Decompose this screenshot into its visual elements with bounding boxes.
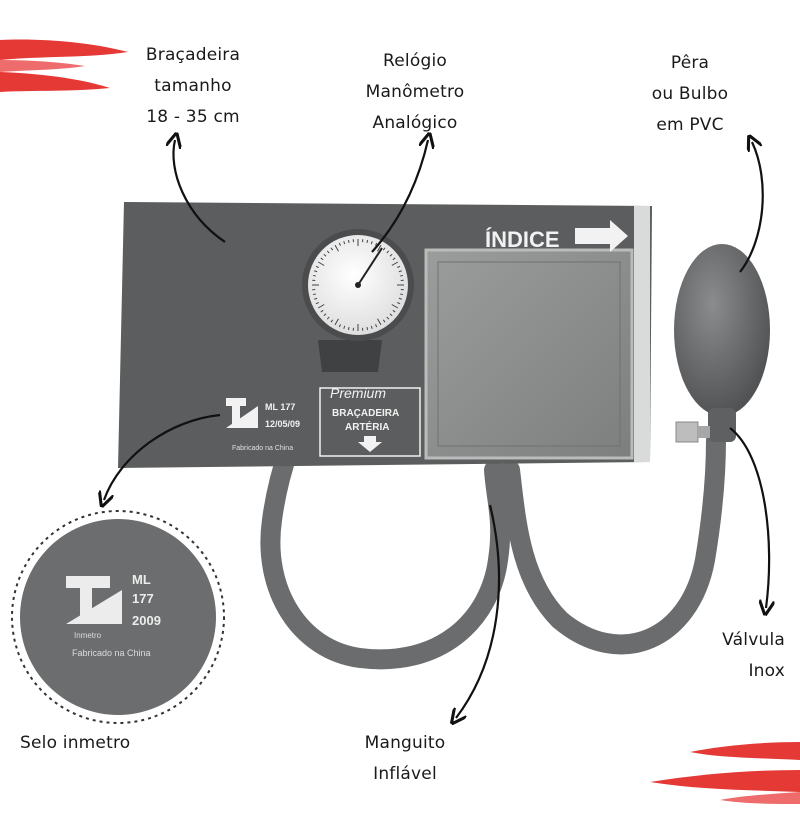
brand-box: Premium BRAÇADEIRA ARTÉRIA [319,385,421,457]
seal-code: ML 177 [265,402,295,412]
dial-tick [315,302,319,305]
dial-tick [314,297,318,300]
dial-tick [399,274,404,277]
dial-tick [343,325,346,329]
dial-tick [399,293,404,296]
label-gauge-line1: Relógio [383,51,447,71]
gauge [302,229,414,372]
dial-tick [398,270,402,273]
label-hose-line2: Inflável [373,764,437,784]
dial-tick [386,316,390,320]
dial-tick [338,324,341,328]
cuff-text-2: ARTÉRIA [345,420,389,433]
dial-tick [330,247,334,251]
dial-tick [323,253,327,257]
label-hose: Manguito Inflável [330,728,480,790]
arrow-valve [729,427,769,608]
dial-tick [312,293,317,296]
dial-tick [334,244,339,252]
zoomed-seal: ML 177 2009 Inmetro Fabricado na China [11,510,225,724]
seal-date: 12/05/09 [265,419,300,429]
dial-tick [370,325,373,329]
dial-tick [366,326,369,331]
zoom-seal-line3: 2009 [132,613,161,628]
dial-tick [315,265,319,268]
dial-tick [314,270,318,273]
label-bulb-line2: ou Bulbo [651,84,729,104]
dial-tick [377,318,382,326]
dial-tick [375,242,378,246]
cuff-text-1: BRAÇADEIRA [332,408,399,419]
valve [675,421,710,443]
dial-tick [312,274,317,277]
dial-tick [317,304,325,309]
label-valve: Válvula Inox [665,625,785,687]
dial-tick [389,313,393,317]
dial-tick [330,319,334,323]
label-seal-line1: Selo inmetro [20,733,131,753]
dial-tick [391,261,399,266]
red-brush-decoration-top [0,39,128,92]
label-gauge-line2: Manômetro [365,82,465,102]
dial-tick [370,241,373,245]
dial-tick [375,324,378,328]
dial-tick [389,253,393,257]
label-cuff-size: Braçadeira tamanho 18 - 35 cm [118,40,268,133]
zoom-seal-small1: Inmetro [74,631,102,640]
inflation-hose [260,360,726,670]
label-gauge: Relógio Manômetro Analógico [335,46,495,139]
dial-tick [397,302,401,305]
inmetro-seal-print: ML 177 12/05/09 Fabricado na China [226,398,300,452]
dial-tick [386,250,390,254]
dial-tick [323,313,327,317]
pointer-arrows [104,140,769,718]
dial-tick [334,318,339,326]
dial-tick [377,244,382,252]
label-gauge-line3: Analógico [372,113,458,133]
bulb [674,244,770,442]
label-valve-line2: Inox [748,661,785,681]
dial-tick [338,242,341,246]
label-cuff-line3: 18 - 35 cm [146,107,240,127]
label-bulb: Pêra ou Bulbo em PVC [620,48,760,141]
dial-tick [366,239,369,244]
dial-tick [320,257,324,261]
arrow-hose [456,504,501,718]
dial-tick [392,257,396,261]
arrow-gauge [371,140,428,253]
velcro-panel [424,248,634,460]
dial-tick [391,304,399,309]
label-bulb-line1: Pêra [670,53,710,73]
arrow-cuff [173,140,226,243]
seal-made-in: Fabricado na China [232,445,293,452]
index-label: ÍNDICE [485,227,560,252]
label-valve-line1: Válvula [722,630,785,650]
dial-tick [320,309,324,313]
index-marker: ÍNDICE [485,220,628,252]
dial-tick [382,319,386,323]
zoom-seal-line2: 177 [132,591,154,606]
label-hose-line1: Manguito [364,733,446,753]
label-bulb-line3: em PVC [656,115,724,135]
dial-tick [347,239,350,244]
dial-tick [326,316,330,320]
label-cuff-line2: tamanho [154,76,232,96]
label-seal: Selo inmetro [20,728,190,759]
zoom-seal-line1: ML [132,572,151,587]
zoom-seal-small2: Fabricado na China [72,648,151,658]
arrow-bulb [739,142,764,273]
dial-tick [347,326,350,331]
label-cuff-line1: Braçadeira [145,45,241,65]
dial-tick [398,297,402,300]
red-brush-decoration-bottom [650,742,800,804]
dial-tick [317,261,325,266]
dial-tick [392,309,396,313]
dial-tick [382,247,386,251]
dial-tick [326,250,330,254]
dial-tick [343,241,346,245]
brand-name: Premium [330,385,386,401]
arrow-seal [104,413,221,500]
dial-tick [397,265,401,268]
